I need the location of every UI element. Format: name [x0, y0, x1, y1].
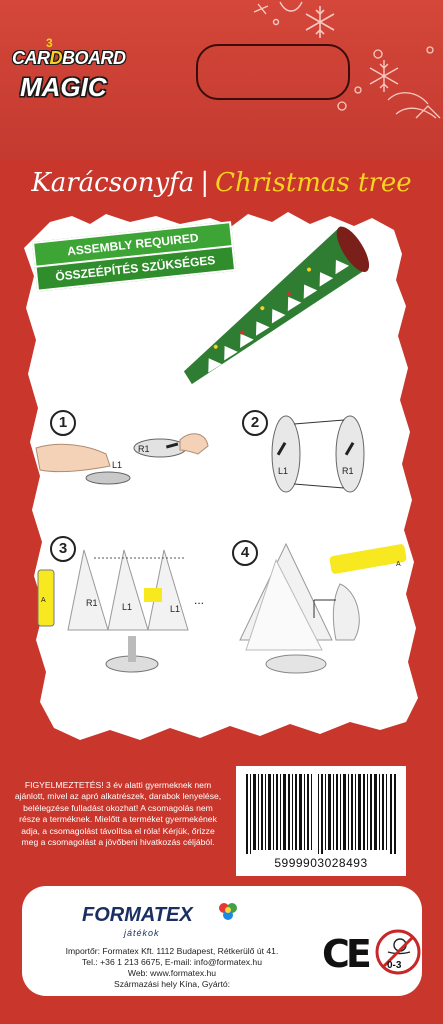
- step-1-illustration: L1 R1: [35, 433, 209, 485]
- step-1-label-l1: L1: [112, 460, 122, 470]
- step-2-label-r1: R1: [342, 466, 354, 476]
- step-3-label-a: A: [41, 597, 46, 604]
- importer-line-3: Web: www.formatex.hu: [127, 968, 217, 978]
- snowflake-icon: [305, 6, 335, 38]
- step-4-illustration: A: [239, 542, 407, 674]
- formatex-logo-text: FORMATEX: [82, 904, 193, 926]
- step-1-label-r1: R1: [138, 444, 150, 454]
- step-number-4: 4: [232, 540, 258, 566]
- step-4-label-a: A: [396, 561, 401, 568]
- importer-line-2: Tel.: +36 1 213 6675, E-mail: info@forma…: [82, 957, 262, 967]
- step-2-illustration: L1 R1: [271, 415, 365, 493]
- warning-text: FIGYELMEZTETÉS! 3 év alatti gyermeknek n…: [14, 780, 222, 848]
- step-3-illustration: A R1 L1 L1 ...: [37, 549, 204, 673]
- logo-line-1: CARDBOARD: [12, 48, 126, 68]
- product-title: Karácsonyfa|Christmas tree: [0, 168, 443, 198]
- barcode-bars: [246, 774, 396, 854]
- step-3-label-r1: R1: [86, 598, 98, 608]
- importer-line-1: Importőr: Formatex Kft. 1112 Budapest, R…: [65, 946, 279, 956]
- ornament-swirl-icon: [337, 46, 441, 119]
- step-number-3: 3: [50, 536, 76, 562]
- header-area: [0, 0, 443, 160]
- step-3-ellipsis: ...: [194, 593, 204, 607]
- barcode-number: 5999903028493: [274, 856, 368, 870]
- formatex-subtitle: játékok: [124, 928, 160, 938]
- step-3-label-l1: L1: [122, 602, 132, 612]
- importer-footer: FORMATEX játékok Importőr: Formatex Kft.…: [22, 886, 422, 996]
- step-2-label-l1: L1: [278, 466, 288, 476]
- step-number-2: 2: [242, 410, 268, 436]
- logo-superscript: 3: [46, 36, 53, 50]
- logo-line-2: MAGIC: [20, 72, 107, 102]
- formatex-logo-icon: [219, 903, 237, 920]
- snowflake-icon: [253, 1, 303, 26]
- hang-tab-outline: [196, 44, 350, 100]
- brand-logo: 3 CARDBOARD MAGIC: [10, 30, 160, 110]
- importer-details: Importőr: Formatex Kft. 1112 Budapest, R…: [22, 946, 322, 990]
- christmas-tree-illustration: [183, 226, 370, 385]
- step-number-1: 1: [50, 410, 76, 436]
- ce-mark: CE: [322, 932, 372, 976]
- snowflake-icon: [369, 60, 399, 92]
- step-3-label-l1-b: L1: [170, 604, 180, 614]
- title-english: Christmas tree: [215, 168, 412, 198]
- importer-line-4: Származási hely Kína, Gyártó:: [113, 979, 231, 989]
- title-hungarian: Karácsonyfa: [31, 168, 195, 198]
- age-warning-icon: 0-3: [375, 929, 421, 975]
- age-label: 0-3: [387, 960, 402, 971]
- barcode: 5999903028493: [236, 766, 406, 876]
- title-separator: |: [200, 168, 210, 198]
